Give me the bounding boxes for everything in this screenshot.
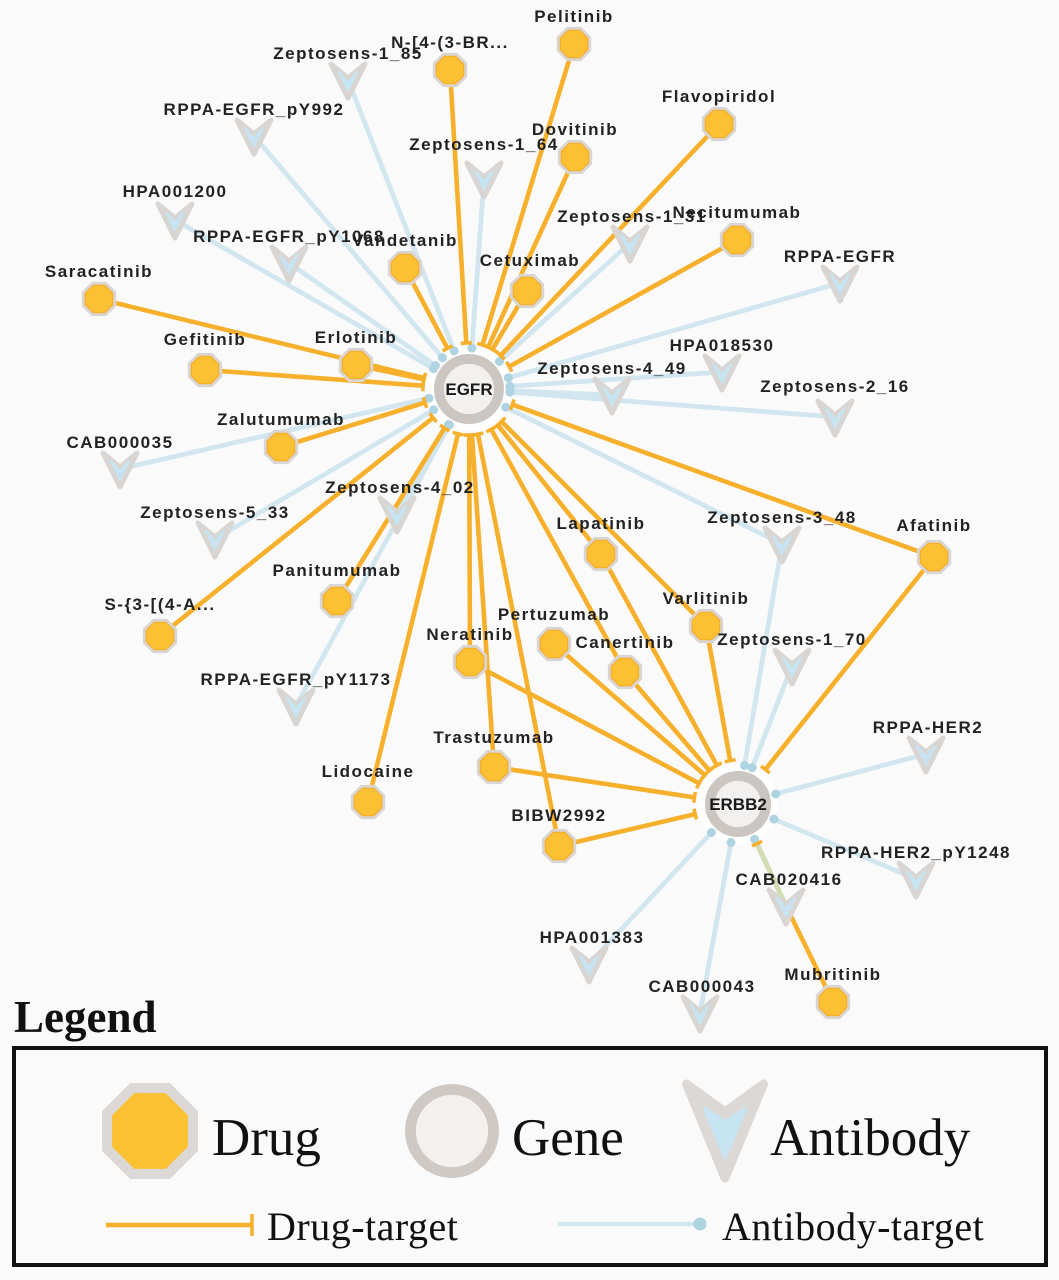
svg-text:Zeptosens-5_33: Zeptosens-5_33 — [140, 503, 290, 522]
svg-text:Mubritinib: Mubritinib — [784, 965, 881, 984]
svg-text:RPPA-EGFR: RPPA-EGFR — [784, 247, 896, 266]
svg-text:Trastuzumab: Trastuzumab — [433, 728, 554, 747]
svg-text:Lapatinib: Lapatinib — [556, 514, 645, 533]
svg-text:BIBW2992: BIBW2992 — [511, 806, 606, 825]
svg-text:Zalutumumab: Zalutumumab — [217, 410, 345, 429]
svg-text:Flavopiridol: Flavopiridol — [662, 87, 776, 106]
svg-text:HPA018530: HPA018530 — [670, 336, 775, 355]
svg-text:CAB020416: CAB020416 — [735, 870, 842, 889]
svg-text:Necitumumab: Necitumumab — [673, 203, 802, 222]
svg-text:Zeptosens-2_16: Zeptosens-2_16 — [760, 377, 910, 396]
svg-text:Drug: Drug — [212, 1109, 321, 1167]
svg-text:CAB000043: CAB000043 — [648, 977, 755, 996]
svg-text:Cetuximab: Cetuximab — [480, 251, 580, 270]
svg-text:EGFR: EGFR — [445, 380, 492, 399]
svg-text:RPPA-EGFR_pY1068: RPPA-EGFR_pY1068 — [193, 227, 385, 246]
svg-text:Zeptosens-1_70: Zeptosens-1_70 — [717, 630, 867, 649]
svg-text:Pelitinib: Pelitinib — [534, 7, 614, 26]
svg-text:N-[4-(3-BR...: N-[4-(3-BR... — [391, 33, 509, 52]
svg-text:CAB000035: CAB000035 — [66, 433, 173, 452]
svg-text:HPA001200: HPA001200 — [123, 182, 228, 201]
svg-text:Afatinib: Afatinib — [896, 516, 971, 535]
svg-text:Zeptosens-4_02: Zeptosens-4_02 — [325, 478, 475, 497]
svg-text:Zeptosens-1_85: Zeptosens-1_85 — [273, 44, 423, 63]
svg-text:Vandetanib: Vandetanib — [352, 231, 458, 250]
svg-text:Zeptosens-1_31: Zeptosens-1_31 — [557, 207, 707, 226]
svg-text:Zeptosens-3_48: Zeptosens-3_48 — [707, 508, 857, 527]
svg-text:RPPA-EGFR_pY1173: RPPA-EGFR_pY1173 — [201, 670, 392, 689]
svg-text:Antibody-target: Antibody-target — [722, 1204, 984, 1249]
svg-text:Canertinib: Canertinib — [575, 633, 674, 652]
svg-text:RPPA-EGFR_pY992: RPPA-EGFR_pY992 — [164, 100, 345, 119]
svg-text:RPPA-HER2_pY1248: RPPA-HER2_pY1248 — [821, 843, 1011, 862]
svg-text:HPA001383: HPA001383 — [540, 928, 645, 947]
svg-text:Drug-target: Drug-target — [267, 1204, 458, 1249]
svg-text:RPPA-HER2: RPPA-HER2 — [873, 718, 983, 737]
svg-text:Dovitinib: Dovitinib — [532, 120, 618, 139]
svg-text:Saracatinib: Saracatinib — [45, 262, 153, 281]
svg-text:S-{3-[(4-A...: S-{3-[(4-A... — [104, 595, 215, 614]
svg-text:Erlotinib: Erlotinib — [315, 328, 397, 347]
svg-text:Panitumumab: Panitumumab — [273, 561, 402, 580]
svg-text:Legend: Legend — [14, 992, 157, 1042]
svg-text:Gene: Gene — [512, 1109, 624, 1167]
svg-text:Gefitinib: Gefitinib — [164, 330, 246, 349]
svg-text:Zeptosens-1_64: Zeptosens-1_64 — [409, 135, 559, 154]
svg-text:ERBB2: ERBB2 — [709, 795, 767, 814]
svg-text:Pertuzumab: Pertuzumab — [498, 605, 610, 624]
svg-text:Lidocaine: Lidocaine — [322, 762, 415, 781]
svg-text:Zeptosens-4_49: Zeptosens-4_49 — [537, 359, 687, 378]
svg-text:Varlitinib: Varlitinib — [663, 589, 750, 608]
svg-text:Neratinib: Neratinib — [426, 625, 513, 644]
svg-text:Antibody: Antibody — [770, 1109, 971, 1167]
